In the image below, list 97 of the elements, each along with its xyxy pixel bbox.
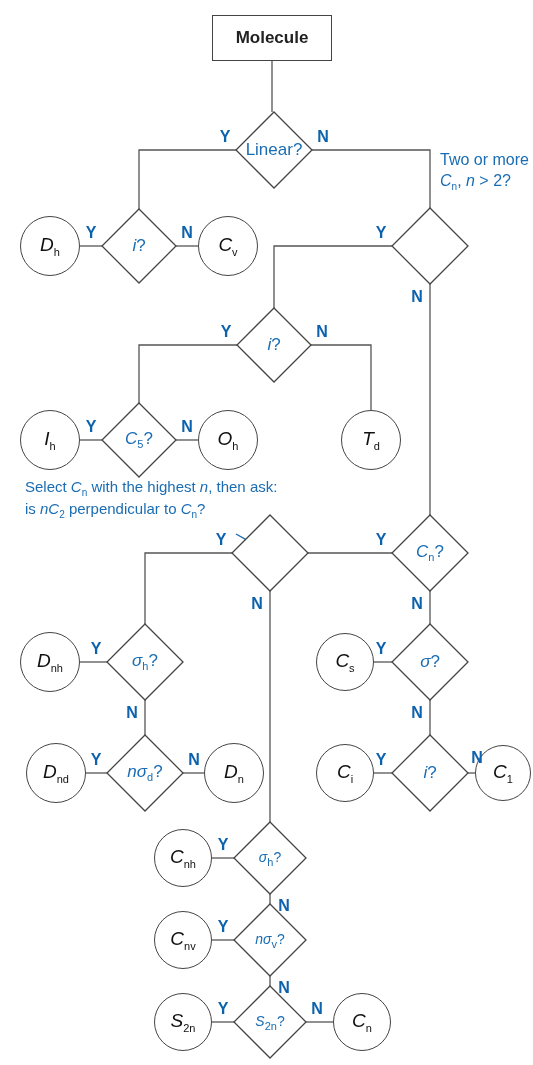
connector-line [211, 1021, 235, 1023]
connector-line [429, 283, 431, 516]
connector-line [305, 1021, 334, 1023]
point-group-label: C$_{n}$ [352, 1010, 372, 1034]
result-circle [204, 743, 264, 803]
result-circle [26, 743, 86, 803]
connector-line [373, 772, 393, 774]
edge-label: N [471, 749, 483, 767]
result-circle [20, 632, 80, 692]
edge-label: Y [375, 640, 387, 658]
connector-line [79, 439, 103, 441]
edge-label: N [311, 1000, 323, 1018]
connector-line [211, 857, 235, 859]
edge-label: N [411, 704, 423, 722]
result-circle [20, 216, 80, 276]
connector-line [144, 552, 233, 625]
point-group-label: S$_{2n}$ [170, 1010, 196, 1034]
connector-line [211, 939, 235, 941]
edge-label: Y [85, 224, 97, 242]
connector-line [269, 893, 271, 905]
question-text: σ$_{h}$? [258, 848, 282, 868]
connector-line [79, 245, 103, 247]
connector-line [310, 344, 372, 411]
point-group-label: C$_{v}$ [218, 234, 238, 258]
edge-label: N [188, 751, 200, 769]
edge-label: Y [217, 836, 229, 854]
point-group-label: D$_{h}$ [40, 234, 60, 258]
connector-line [144, 699, 146, 736]
connector-line [182, 772, 205, 774]
connector-line [269, 590, 271, 823]
edge-label: N [411, 288, 423, 306]
connector-line [85, 772, 108, 774]
connector-line [311, 149, 431, 209]
edge-label: Y [85, 418, 97, 436]
edge-label: N [317, 128, 329, 146]
question-text: σ? [420, 652, 440, 672]
result-circle [198, 216, 258, 276]
question-text: σ$_{h}$? [132, 651, 158, 673]
edge-label: N [126, 704, 138, 722]
point-group-label: I$_{h}$ [44, 428, 56, 452]
point-group-label: C$_{nh}$ [170, 846, 196, 870]
point-group-label: C$_{i}$ [336, 761, 354, 785]
question-text: i? [132, 236, 146, 256]
start-box [212, 15, 332, 61]
edge-label: Y [375, 531, 387, 549]
connector-line [138, 149, 237, 210]
edge-label: Y [220, 323, 232, 341]
question-text: Two or more C$_{n}$, n > 2? [440, 150, 530, 193]
connector-line [79, 661, 108, 663]
connector-line [269, 975, 271, 987]
connector-line [138, 344, 238, 404]
result-circle [341, 410, 401, 470]
point-group-label: O$_{h}$ [217, 428, 239, 452]
connector-line [429, 590, 431, 625]
connector-line [175, 245, 199, 247]
connector-line [271, 60, 273, 113]
question-text: i? [423, 763, 437, 783]
edge-label: N [278, 897, 290, 915]
point-group-label: C$_{s}$ [335, 650, 355, 674]
edge-label: N [181, 224, 193, 242]
question-text: Linear? [245, 140, 303, 160]
question-text: Select C$_{n}$ with the highest n, then ask: is nC$_{2}$ perpendicular to C$_{n}$? [25, 478, 287, 521]
question-text: C$_{n}$? [416, 542, 444, 564]
point-group-label: D$_{nh}$ [37, 650, 63, 674]
point-group-label: D$_{nd}$ [43, 761, 69, 785]
edge-label: Y [375, 224, 387, 242]
connector-line [273, 245, 393, 309]
connector-line [373, 661, 393, 663]
edge-label: N [251, 595, 263, 613]
point-group-label: C$_{1}$ [493, 761, 513, 785]
edge-label: Y [219, 128, 231, 146]
edge-label: Y [90, 640, 102, 658]
result-circle [198, 410, 258, 470]
question-text: C$_{5}$? [125, 429, 153, 451]
edge-label: Y [375, 751, 387, 769]
point-group-label: C$_{nv}$ [170, 928, 196, 952]
question-text: i? [267, 335, 281, 355]
edge-label: Y [217, 918, 229, 936]
edge-label: N [278, 979, 290, 997]
edge-label: N [411, 595, 423, 613]
edge-label: N [316, 323, 328, 341]
connector-line [175, 439, 199, 441]
question-text: nσ$_{v}$? [255, 930, 285, 950]
connector-line [429, 699, 431, 736]
point-group-label: T$_{d}$ [362, 428, 380, 452]
box-label: Molecule [235, 28, 309, 48]
edge-label: Y [215, 531, 227, 549]
question-text: S$_{2n}$? [255, 1012, 285, 1032]
edge-label: Y [90, 751, 102, 769]
connector-line [307, 552, 393, 554]
connector-line [467, 772, 476, 774]
edge-label: N [181, 418, 193, 436]
point-group-label: D$_{n}$ [224, 761, 244, 785]
question-text: nσ$_{d}$? [127, 762, 163, 784]
edge-label: Y [217, 1000, 229, 1018]
leader-line [235, 533, 247, 541]
result-circle [20, 410, 80, 470]
